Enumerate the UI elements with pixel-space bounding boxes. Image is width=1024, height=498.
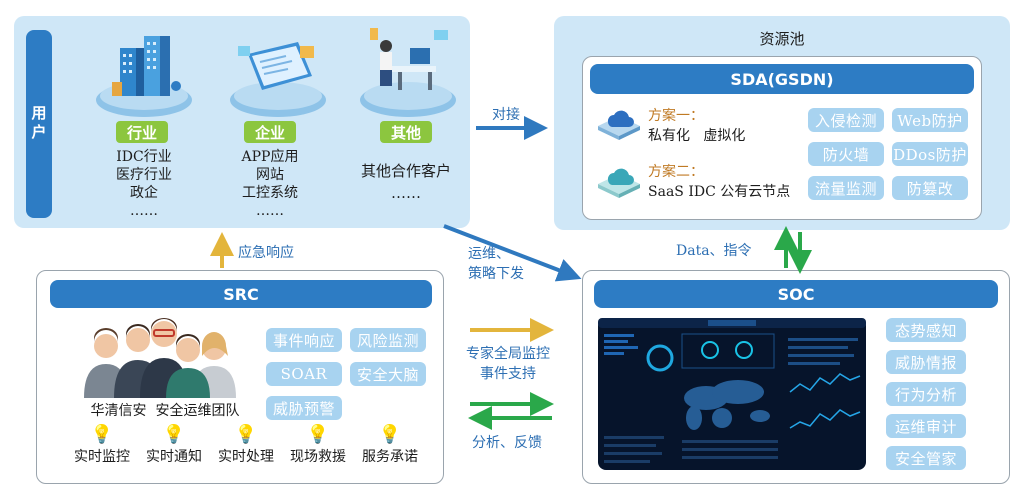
chip-threat-intelligence: 威胁情报: [886, 350, 966, 374]
list-item: 医疗行业: [116, 167, 172, 183]
list-item: ……: [130, 203, 158, 219]
chip-security-brain: 安全大脑: [350, 362, 426, 386]
list-item: 工控系统: [242, 185, 298, 201]
plan-one: 方案一： 私有化 虚拟化: [648, 106, 745, 146]
expert-label-line: 事件支持: [480, 366, 536, 382]
chip-firewall: 防火墙: [808, 142, 884, 166]
sda-title-bar: SDA(GSDN): [590, 64, 974, 94]
service-item: 💡 实时通知: [136, 424, 212, 466]
group-tag-enterprise: 企业: [244, 121, 296, 143]
team-label: 华清信安 安全运维团队: [90, 403, 240, 419]
others-illustration-icon: [360, 28, 456, 117]
chip-risk-monitoring: 风险监测: [350, 328, 426, 352]
industry-illustration-icon: [96, 36, 192, 117]
services-row: 💡 实时监控 💡 实时通知 💡 实时处理 💡 现场救援 💡 服务承诺: [64, 424, 432, 474]
service-label: 现场救援: [290, 449, 346, 465]
others-list: 其他合作客户 ……: [348, 160, 464, 204]
expert-label: 专家全局监控 事件支持: [458, 344, 558, 384]
soc-dashboard-screenshot: [598, 318, 866, 470]
list-item: 政企: [130, 185, 158, 201]
chip-behavior-analysis: 行为分析: [886, 382, 966, 406]
analysis-label: 分析、反馈: [472, 435, 542, 451]
list-item: IDC行业: [116, 149, 172, 165]
service-item: 💡 实时处理: [208, 424, 284, 466]
users-side-label: 用户: [26, 30, 52, 218]
chip-intrusion-detection: 入侵检测: [808, 108, 884, 132]
bulb-icon: 💡: [90, 424, 114, 445]
plan-two-name: 方案二：: [648, 164, 704, 180]
service-label: 实时通知: [146, 449, 202, 465]
soc-title-bar: SOC: [594, 280, 998, 308]
src-title-bar: SRC: [50, 280, 432, 308]
list-item: ……: [391, 184, 421, 202]
list-item: 网站: [256, 167, 284, 183]
chip-soar: SOAR: [266, 362, 342, 386]
service-label: 实时监控: [74, 449, 130, 465]
bulb-icon: 💡: [234, 424, 258, 445]
bulb-icon: 💡: [378, 424, 402, 445]
cloud-private-icon: [598, 110, 640, 140]
bulb-icon: 💡: [162, 424, 186, 445]
emergency-label: 应急响应: [238, 245, 294, 261]
plan-one-desc: 私有化 虚拟化: [648, 128, 746, 144]
cloud-public-icon: [598, 168, 640, 198]
service-item: 💡 服务承诺: [352, 424, 428, 466]
service-item: 💡 现场救援: [280, 424, 356, 466]
plan-two: 方案二： SaaS IDC 公有云节点: [648, 162, 790, 202]
service-label: 服务承诺: [362, 449, 418, 465]
plan-one-name: 方案一：: [648, 108, 704, 124]
data-label: Data、指令: [676, 243, 752, 259]
dock-label: 对接: [492, 107, 520, 123]
resource-pool-title: 资源池: [759, 30, 805, 48]
chip-security-steward: 安全管家: [886, 446, 966, 470]
group-tag-industry: 行业: [116, 121, 168, 143]
group-tag-others: 其他: [380, 121, 432, 143]
service-item: 💡 实时监控: [64, 424, 140, 466]
ops-label-line: 运维、: [468, 246, 510, 262]
chip-situational-awareness: 态势感知: [886, 318, 966, 342]
chip-ops-audit: 运维审计: [886, 414, 966, 438]
ops-label: 运维、 策略下发: [468, 244, 524, 284]
ops-label-line: 策略下发: [468, 266, 524, 282]
ops-arrow: [443, 224, 582, 282]
service-label: 实时处理: [218, 449, 274, 465]
chip-traffic-monitoring: 流量监测: [808, 176, 884, 200]
list-item: 其他合作客户: [360, 162, 451, 180]
expert-label-line: 专家全局监控: [466, 346, 550, 362]
list-item: APP应用: [241, 149, 299, 165]
enterprise-illustration-icon: [230, 42, 326, 117]
enterprise-list: APP应用 网站 工控系统 ……: [222, 148, 318, 220]
bulb-icon: 💡: [306, 424, 330, 445]
chip-incident-response: 事件响应: [266, 328, 342, 352]
industry-list: IDC行业 医疗行业 政企 ……: [96, 148, 192, 220]
chip-ddos-protection: DDos防护: [892, 142, 968, 166]
team-people-icon: [84, 318, 236, 398]
chip-web-protection: Web防护: [892, 108, 968, 132]
chip-threat-warning: 威胁预警: [266, 396, 342, 420]
chip-anti-tamper: 防篡改: [892, 176, 968, 200]
list-item: ……: [256, 203, 284, 219]
plan-two-desc: SaaS IDC 公有云节点: [648, 184, 791, 200]
